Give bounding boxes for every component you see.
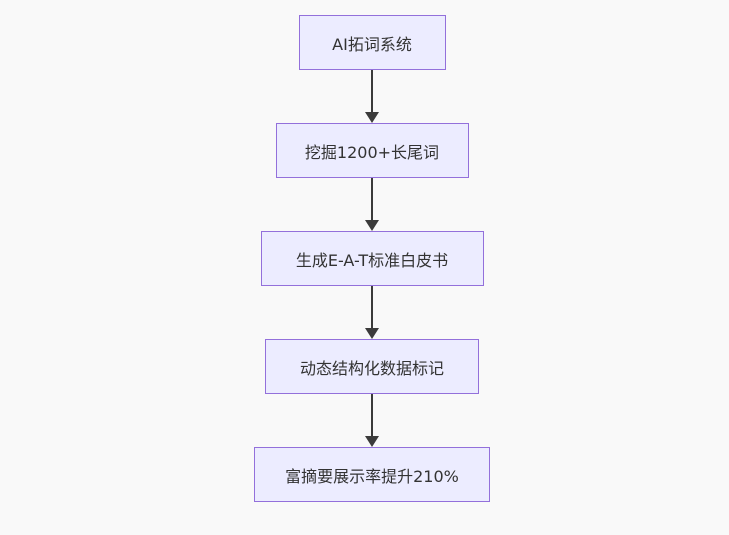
flow-node-5-label: 富摘要展示率提升210% <box>285 466 459 486</box>
arrowhead-icon <box>365 220 379 231</box>
flow-node-2-label: 挖掘1200+长尾词 <box>304 142 440 162</box>
arrowhead-icon <box>365 112 379 123</box>
arrow-down-icon <box>365 70 379 123</box>
arrow-shaft <box>371 394 373 436</box>
arrowhead-icon <box>365 328 379 339</box>
arrow-down-icon <box>365 394 379 447</box>
arrow-shaft <box>371 70 373 112</box>
flow-node-5: 富摘要展示率提升210% <box>254 447 490 502</box>
arrow-shaft <box>371 178 373 220</box>
flow-node-1: AI拓词系统 <box>298 15 446 70</box>
arrow-down-icon <box>365 178 379 231</box>
flow-node-3-label: 生成E-A-T标准白皮书 <box>295 250 449 270</box>
flow-node-1-label: AI拓词系统 <box>332 34 412 54</box>
arrow-shaft <box>371 286 373 328</box>
flow-node-3: 生成E-A-T标准白皮书 <box>260 231 484 286</box>
arrow-down-icon <box>365 286 379 339</box>
arrowhead-icon <box>365 436 379 447</box>
flow-node-4: 动态结构化数据标记 <box>265 339 479 394</box>
flow-node-4-label: 动态结构化数据标记 <box>299 358 444 378</box>
flowchart: AI拓词系统 挖掘1200+长尾词 生成E-A-T标准白皮书 动态结构化数据标记… <box>254 15 490 502</box>
flow-node-2: 挖掘1200+长尾词 <box>275 123 469 178</box>
